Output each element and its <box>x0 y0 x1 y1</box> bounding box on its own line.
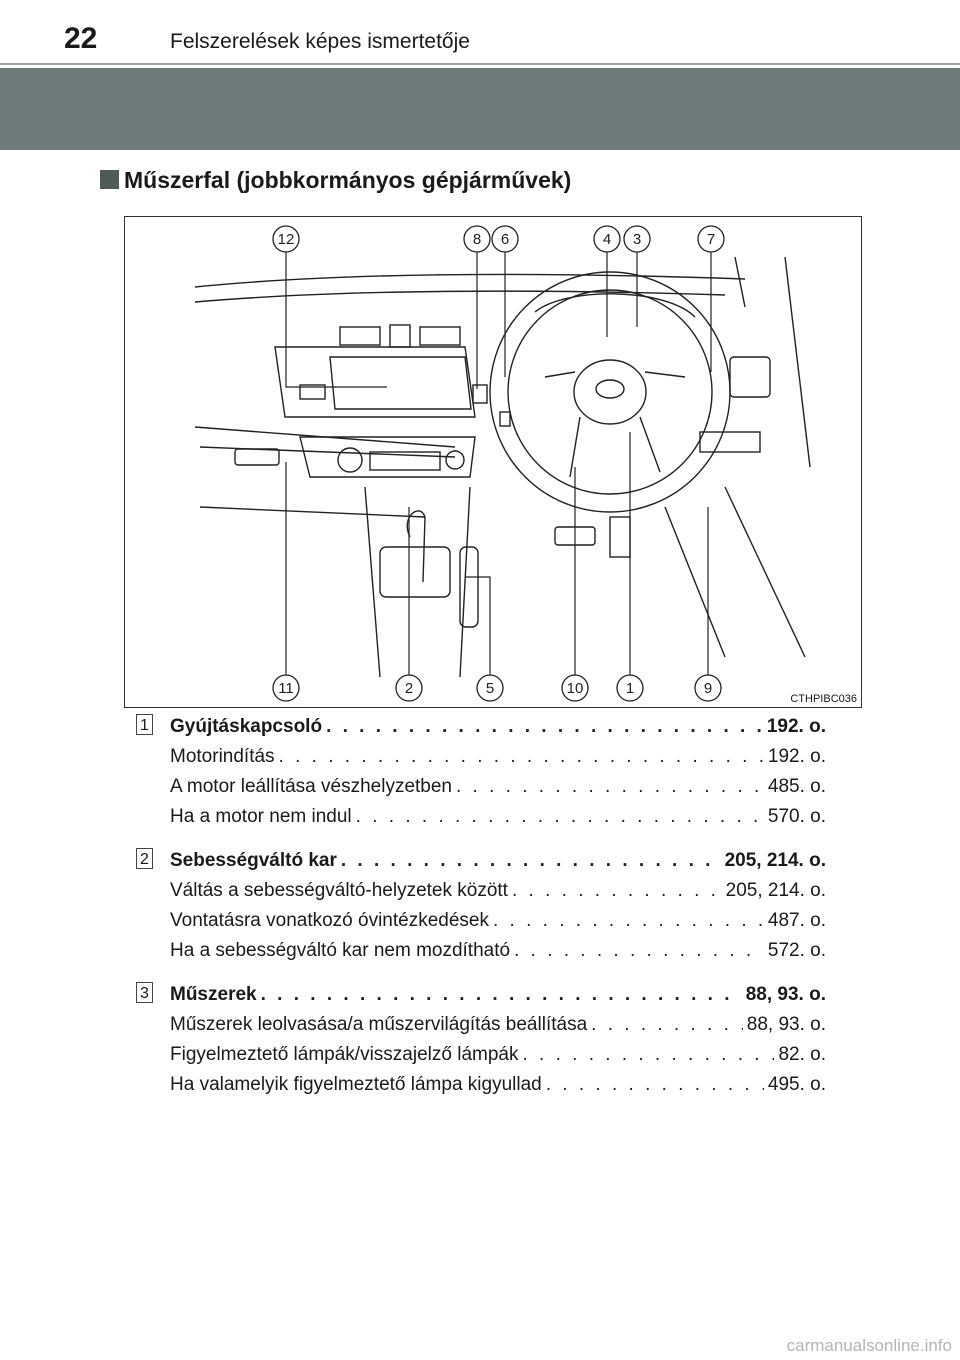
callout-label: 2 <box>405 680 413 697</box>
callout-12 <box>272 225 300 253</box>
section-title: Műszerfal (jobbkormányos gépjárművek) <box>124 167 572 193</box>
entry-row: Figyelmeztető lámpák/visszajelző lámpák … <box>170 1040 826 1070</box>
section-marker-icon <box>100 170 119 189</box>
page-ref: 487. o. <box>767 910 826 931</box>
reference-entry: 3 Műszerek 88, 93. o. Műszerek leolvasás… <box>136 980 826 1100</box>
entry-label: Ha valamelyik figyelmeztető lámpa kigyul… <box>170 1074 542 1095</box>
callout-3 <box>623 225 651 253</box>
dot-leader <box>591 1010 743 1040</box>
page-ref: 205, 214. o. <box>724 850 826 871</box>
callout-label: 3 <box>633 231 641 248</box>
header-band <box>0 68 960 150</box>
dashboard-drawing: 12 8 6 4 3 7 11 2 5 10 1 9 <box>194 225 811 702</box>
dashboard-illustration: 12 8 6 4 3 7 11 2 5 10 1 9 CTHPIBC036 <box>124 216 862 708</box>
entry-row: Ha valamelyik figyelmeztető lámpa kigyul… <box>170 1070 826 1100</box>
entry-label: Váltás a sebességváltó-helyzetek között <box>170 880 508 901</box>
page-ref: 485. o. <box>767 776 826 797</box>
callout-label: 4 <box>603 231 611 248</box>
page-ref: 82. o. <box>778 1044 826 1065</box>
page-ref: 192. o. <box>767 746 826 767</box>
reference-entry: 2 Sebességváltó kar 205, 214. o. Váltás … <box>136 846 826 966</box>
callout-label: 8 <box>473 231 481 248</box>
entry-row: Ha a sebességváltó kar nem mozdítható 57… <box>170 936 826 966</box>
callout-label: 10 <box>567 680 584 697</box>
callout-label: 11 <box>278 680 294 697</box>
dot-leader <box>326 712 763 742</box>
page-ref: 192. o. <box>766 716 826 737</box>
running-title: Felszerelések képes ismertetője <box>170 30 470 53</box>
dot-leader <box>341 846 721 876</box>
dot-leader <box>522 1040 774 1070</box>
callout-label: 1 <box>626 680 634 697</box>
entry-label: Gyújtáskapcsoló <box>170 716 323 737</box>
entry-label: Vontatásra vonatkozó óvintézkedések <box>170 910 489 931</box>
callout-9 <box>694 674 722 702</box>
entry-number: 2 <box>136 848 153 869</box>
page-ref: 88, 93. o. <box>745 984 826 1005</box>
figure-code: CTHPIBC036 <box>790 693 857 705</box>
entry-label: Ha a motor nem indul <box>170 806 352 827</box>
callout-label: 6 <box>501 231 509 248</box>
entry-label: Műszerek leolvasása/a műszervilágítás be… <box>170 1014 588 1035</box>
entry-row: Műszerek leolvasása/a műszervilágítás be… <box>170 1010 826 1040</box>
page-ref: 495. o. <box>767 1074 826 1095</box>
callout-7 <box>697 225 725 253</box>
entry-label: Motorindítás <box>170 746 275 767</box>
dot-leader <box>279 742 764 772</box>
reference-entry: 1 Gyújtáskapcsoló 192. o. Motorindítás 1… <box>136 712 826 832</box>
dot-leader <box>493 906 764 936</box>
entry-row: Motorindítás 192. o. <box>170 742 826 772</box>
callout-label: 5 <box>486 680 494 697</box>
dot-leader <box>261 980 742 1010</box>
dot-leader <box>456 772 764 802</box>
dot-leader <box>512 876 722 906</box>
callout-2 <box>395 674 423 702</box>
dot-leader <box>356 802 764 832</box>
entry-row: A motor leállítása vészhelyzetben 485. o… <box>170 772 826 802</box>
entry-label: Műszerek <box>170 984 257 1005</box>
entry-row: Váltás a sebességváltó-helyzetek között … <box>170 876 826 906</box>
page-ref: 205, 214. o. <box>725 880 826 901</box>
callout-6 <box>491 225 519 253</box>
callout-8 <box>463 225 491 253</box>
page-ref: 572. o. <box>767 940 826 961</box>
reference-list: 1 Gyújtáskapcsoló 192. o. Motorindítás 1… <box>136 712 826 1114</box>
watermark: carmanualsonline.info <box>786 1336 952 1355</box>
callout-10 <box>561 674 589 702</box>
callout-label: 12 <box>278 231 295 248</box>
callout-5 <box>476 674 504 702</box>
dot-leader <box>514 936 764 966</box>
entry-label: Sebességváltó kar <box>170 850 337 871</box>
entry-number: 3 <box>136 982 153 1003</box>
entry-row: Vontatásra vonatkozó óvintézkedések 487.… <box>170 906 826 936</box>
callout-4 <box>593 225 621 253</box>
callout-1 <box>616 674 644 702</box>
entry-row: Gyújtáskapcsoló 192. o. <box>170 712 826 742</box>
page-ref: 570. o. <box>767 806 826 827</box>
callout-label: 9 <box>704 680 712 697</box>
entry-row: Ha a motor nem indul 570. o. <box>170 802 826 832</box>
entry-label: Figyelmeztető lámpák/visszajelző lámpák <box>170 1044 519 1065</box>
dot-leader <box>546 1070 764 1100</box>
callout-label: 7 <box>707 231 715 248</box>
header-rule <box>0 63 960 65</box>
callout-11 <box>272 674 300 702</box>
page-number: 22 <box>64 22 98 55</box>
entry-row: Műszerek 88, 93. o. <box>170 980 826 1010</box>
entry-label: A motor leállítása vészhelyzetben <box>170 776 452 797</box>
entry-row: Sebességváltó kar 205, 214. o. <box>170 846 826 876</box>
entry-number: 1 <box>136 714 153 735</box>
page-ref: 88, 93. o. <box>746 1014 826 1035</box>
entry-label: Ha a sebességváltó kar nem mozdítható <box>170 940 511 961</box>
